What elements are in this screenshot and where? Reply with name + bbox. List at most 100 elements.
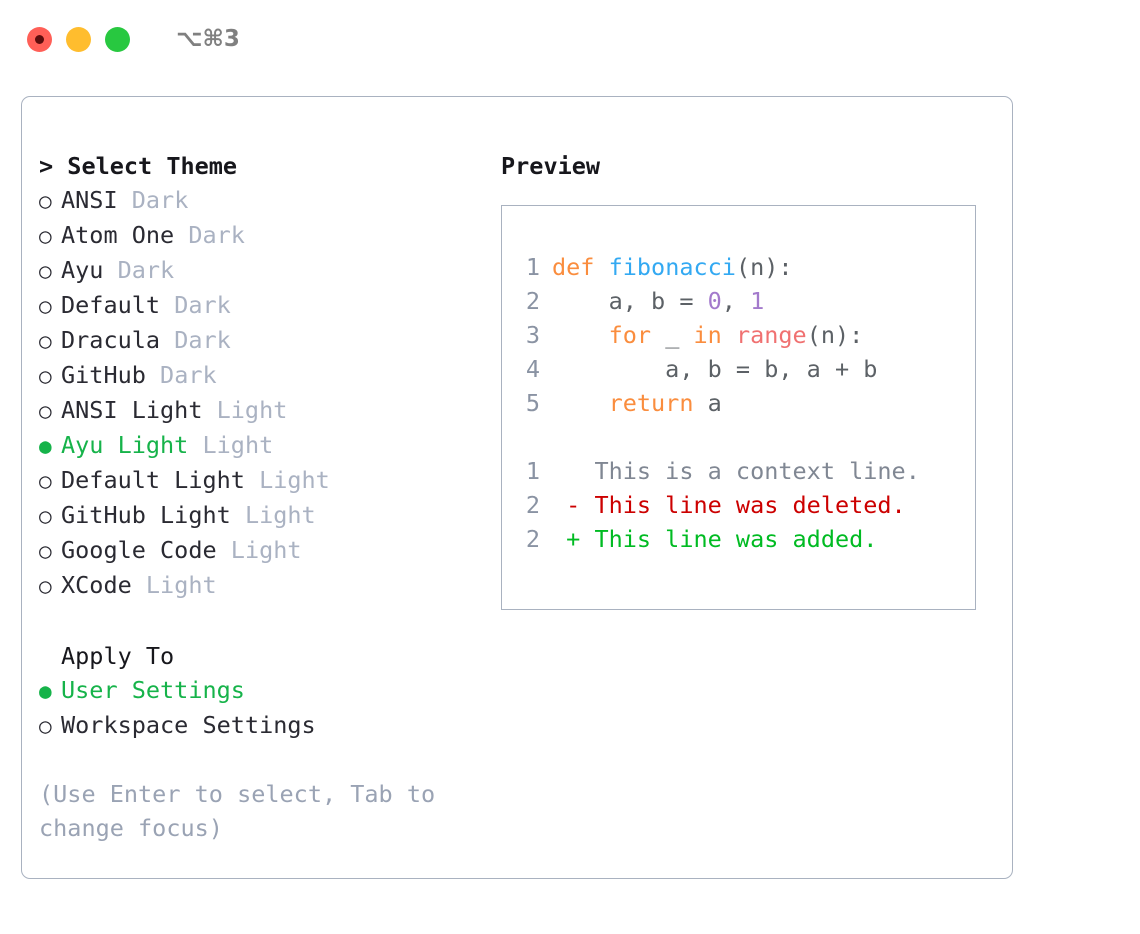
diff-line-content: + This line was added. — [552, 525, 878, 553]
theme-variant-tag: Light — [216, 396, 288, 424]
theme-option-ayu[interactable]: ○ Ayu Dark — [39, 253, 469, 288]
code-line: 3 for _ in range(n): — [514, 318, 920, 352]
theme-option-label: XCode — [61, 571, 132, 599]
theme-option-label: GitHub Light — [61, 501, 231, 529]
title-bar: ⌥⌘3 — [0, 0, 1140, 78]
spacer — [231, 498, 245, 532]
preview-heading: Preview — [501, 152, 601, 180]
radio-unselected-icon: ○ — [39, 469, 52, 493]
code-token-pl: a, b = b, a + b — [552, 355, 878, 383]
theme-option-ayu-light[interactable]: ●Ayu Light Light — [39, 428, 469, 463]
theme-picker-panel: > Select Theme ○ANSI Dark○Atom One Dark○… — [21, 96, 1013, 879]
theme-option-github-light[interactable]: ○GitHub Light Light — [39, 498, 469, 533]
theme-option-default-light[interactable]: ○Default Light Light — [39, 463, 469, 498]
line-number: 3 — [525, 321, 540, 349]
line-number: 5 — [525, 389, 540, 417]
code-line: 2 a, b = 0, 1 — [514, 284, 920, 318]
spacer — [146, 358, 160, 392]
apply-to-option-label: User Settings — [61, 676, 245, 704]
theme-option-dracula[interactable]: ○Dracula Dark — [39, 323, 469, 358]
apply-to-option-workspace-settings[interactable]: ○Workspace Settings — [39, 708, 469, 743]
spacer — [245, 463, 259, 497]
code-token-pl — [722, 321, 736, 349]
radio-unselected-icon: ○ — [39, 329, 52, 353]
code-token-pl: a, b = — [552, 287, 708, 315]
radio-selected-icon: ● — [39, 434, 52, 458]
code-token-call: range — [735, 321, 807, 349]
spacer — [188, 428, 202, 462]
zoom-button-icon[interactable] — [105, 26, 130, 52]
code-line: 4 a, b = b, a + b — [514, 352, 920, 386]
code-blank-line — [514, 420, 920, 454]
theme-option-label: ANSI Light — [61, 396, 203, 424]
spacer — [217, 533, 231, 567]
theme-option-label: Ayu — [61, 256, 104, 284]
apply-to-option-list[interactable]: ● User Settings ○Workspace Settings — [39, 673, 469, 743]
theme-option-list[interactable]: ○ANSI Dark○Atom One Dark○Ayu Dark○Defaul… — [39, 183, 469, 603]
radio-unselected-icon: ○ — [39, 224, 52, 248]
code-token-pl: _ — [651, 321, 694, 349]
theme-option-xcode[interactable]: ○ XCode Light — [39, 568, 469, 603]
code-token-pl — [594, 253, 608, 281]
radio-unselected-icon: ○ — [39, 714, 52, 738]
theme-variant-tag: Dark — [131, 186, 189, 214]
spacer — [174, 218, 188, 252]
theme-option-ansi-light[interactable]: ○ANSI Light Light — [39, 393, 469, 428]
code-line-content: return a — [552, 386, 722, 420]
code-token-num: 0 — [707, 287, 722, 315]
radio-unselected-icon: ○ — [39, 539, 52, 563]
radio-unselected-icon: ○ — [39, 259, 52, 283]
theme-option-default[interactable]: ○Default Dark — [39, 288, 469, 323]
code-line-content: a, b = 0, 1 — [552, 284, 765, 318]
theme-variant-tag: Light — [145, 571, 217, 599]
window-controls — [27, 26, 130, 52]
theme-variant-tag: Light — [244, 501, 316, 529]
code-token-pl: a — [693, 389, 722, 417]
diff-line-content: This is a context line. — [552, 457, 920, 485]
theme-option-label: Ayu Light — [61, 431, 189, 459]
diff-line-add: 2 + This line was added. — [514, 522, 920, 556]
theme-option-label: Google Code — [61, 536, 217, 564]
theme-list-column: > Select Theme ○ANSI Dark○Atom One Dark○… — [39, 149, 469, 845]
radio-unselected-icon: ○ — [39, 189, 52, 213]
keyboard-hint-text: (Use Enter to select, Tab to change focu… — [39, 780, 450, 842]
radio-unselected-icon: ○ — [39, 574, 52, 598]
theme-variant-tag: Dark — [160, 361, 217, 389]
theme-variant-tag: Dark — [188, 221, 245, 249]
code-token-pl: (n): — [735, 253, 793, 281]
minimize-button-icon[interactable] — [66, 26, 91, 52]
radio-unselected-icon: ○ — [39, 364, 52, 388]
theme-option-google-code[interactable]: ○Google Code Light — [39, 533, 469, 568]
code-line-content: a, b = b, a + b — [552, 352, 877, 386]
theme-option-atom-one[interactable]: ○Atom One Dark — [39, 218, 469, 253]
spacer — [160, 323, 174, 357]
theme-variant-tag: Dark — [117, 256, 175, 284]
code-token-num: 1 — [750, 287, 765, 315]
theme-option-github[interactable]: ○ GitHub Dark — [39, 358, 469, 393]
line-number: 4 — [525, 355, 540, 383]
theme-option-label: GitHub — [61, 361, 146, 389]
spacer — [160, 288, 174, 322]
code-line: 5 return a — [514, 386, 920, 420]
line-number: 1 — [525, 253, 540, 281]
close-button-icon[interactable] — [27, 26, 52, 52]
line-number: 2 — [525, 287, 540, 315]
radio-selected-icon: ● — [39, 679, 52, 703]
code-token-kw: for — [608, 321, 652, 349]
apply-to-heading: Apply To — [61, 642, 175, 670]
code-line-content: for _ in range(n): — [552, 318, 864, 352]
apply-to-option-user-settings[interactable]: ● User Settings — [39, 673, 469, 708]
code-token-pl: (n): — [806, 321, 864, 349]
diff-line-del: 2 - This line was deleted. — [514, 488, 920, 522]
diff-line-ctx: 1 This is a context line. — [514, 454, 920, 488]
theme-option-label: Dracula — [61, 326, 161, 354]
code-token-pl — [552, 321, 609, 349]
line-number: 2 — [525, 525, 540, 553]
theme-option-ansi[interactable]: ○ANSI Dark — [39, 183, 469, 218]
theme-variant-tag: Light — [259, 466, 330, 494]
